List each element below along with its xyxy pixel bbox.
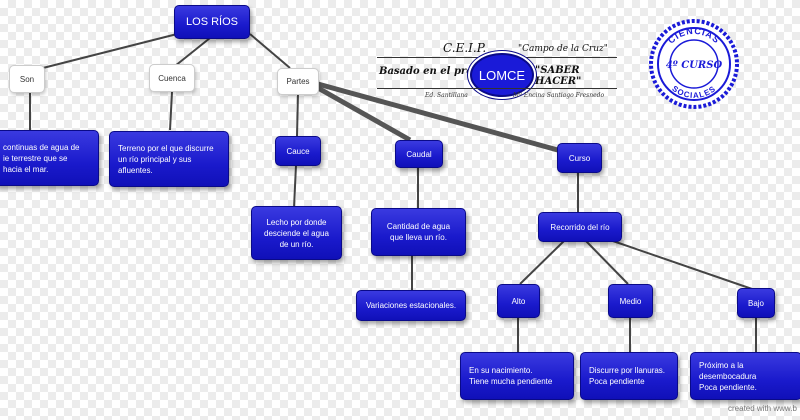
edge-partes-cauce: [296, 92, 299, 137]
lomce-logo: LOMCE: [470, 53, 534, 97]
watermark: created with www.b: [728, 404, 797, 413]
based-on-label: Basado en el proyecto: [379, 66, 503, 77]
edge-recorrido-bajo: [609, 239, 756, 291]
edge-cauce-desc: [293, 164, 297, 209]
node-caudal-desc[interactable]: Cantidad de agua que lleva un río.: [371, 208, 466, 256]
node-cauce[interactable]: Cauce: [275, 136, 321, 166]
project-name: "SABER HACER": [535, 65, 582, 87]
node-alto-desc[interactable]: En su nacimiento. Tiene mucha pendiente: [460, 352, 574, 400]
node-cuenca[interactable]: Cuenca: [149, 64, 195, 92]
edge-partes-curso: [317, 81, 566, 155]
edge-root-partes: [249, 33, 291, 69]
edge-recorrido-alto: [519, 239, 566, 285]
node-cauce-desc[interactable]: Lecho por donde desciende el agua de un …: [251, 206, 342, 260]
seal-core: [669, 39, 719, 89]
node-curso[interactable]: Curso: [557, 143, 602, 173]
node-son-desc[interactable]: continuas de agua de ie terrestre que se…: [0, 130, 99, 186]
node-recorrido[interactable]: Recorrido del río: [538, 212, 622, 242]
node-medio-desc[interactable]: Discurre por llanuras. Poca pendiente: [580, 352, 678, 400]
school-label: C.E.I.P.: [443, 41, 487, 55]
node-variaciones[interactable]: Variaciones estacionales.: [356, 290, 466, 321]
seal-stamp: CIENCIAS 4º CURSO SOCIALES: [649, 19, 739, 109]
node-son[interactable]: Son: [9, 65, 45, 93]
seal-inner-ring: [657, 27, 731, 101]
edge-recorrido-medio: [584, 239, 629, 285]
edge-cuenca-desc: [169, 91, 173, 131]
edge-root-cuenca: [174, 37, 211, 67]
author-label: Mª Encina Santiago Fresnedo: [513, 92, 605, 99]
node-alto[interactable]: Alto: [497, 284, 540, 318]
seal-center-text: 4º CURSO: [666, 60, 723, 71]
publisher-label: Ed. Santillana: [425, 92, 468, 99]
node-cuenca-desc[interactable]: Terreno por el que discurre un río princ…: [109, 131, 229, 187]
project-header: C.E.I.P. "Campo de la Cruz" Basado en el…: [373, 40, 625, 112]
node-root[interactable]: LOS RÍOS: [174, 5, 250, 39]
school-name: "Campo de la Cruz": [518, 44, 608, 54]
node-bajo-desc[interactable]: Próximo a la desembocadura Poca pendient…: [690, 352, 800, 400]
edge-group-thick: [316, 81, 566, 155]
node-medio[interactable]: Medio: [608, 284, 653, 318]
edge-group: [29, 31, 757, 352]
edge-root-son: [34, 31, 186, 71]
seal-outer-ring: [649, 19, 739, 109]
edge-partes-caudal: [316, 85, 412, 143]
node-bajo[interactable]: Bajo: [737, 288, 775, 318]
node-partes[interactable]: Partes: [277, 68, 319, 95]
header-rule-bottom: [377, 88, 617, 89]
node-caudal[interactable]: Caudal: [395, 140, 443, 168]
